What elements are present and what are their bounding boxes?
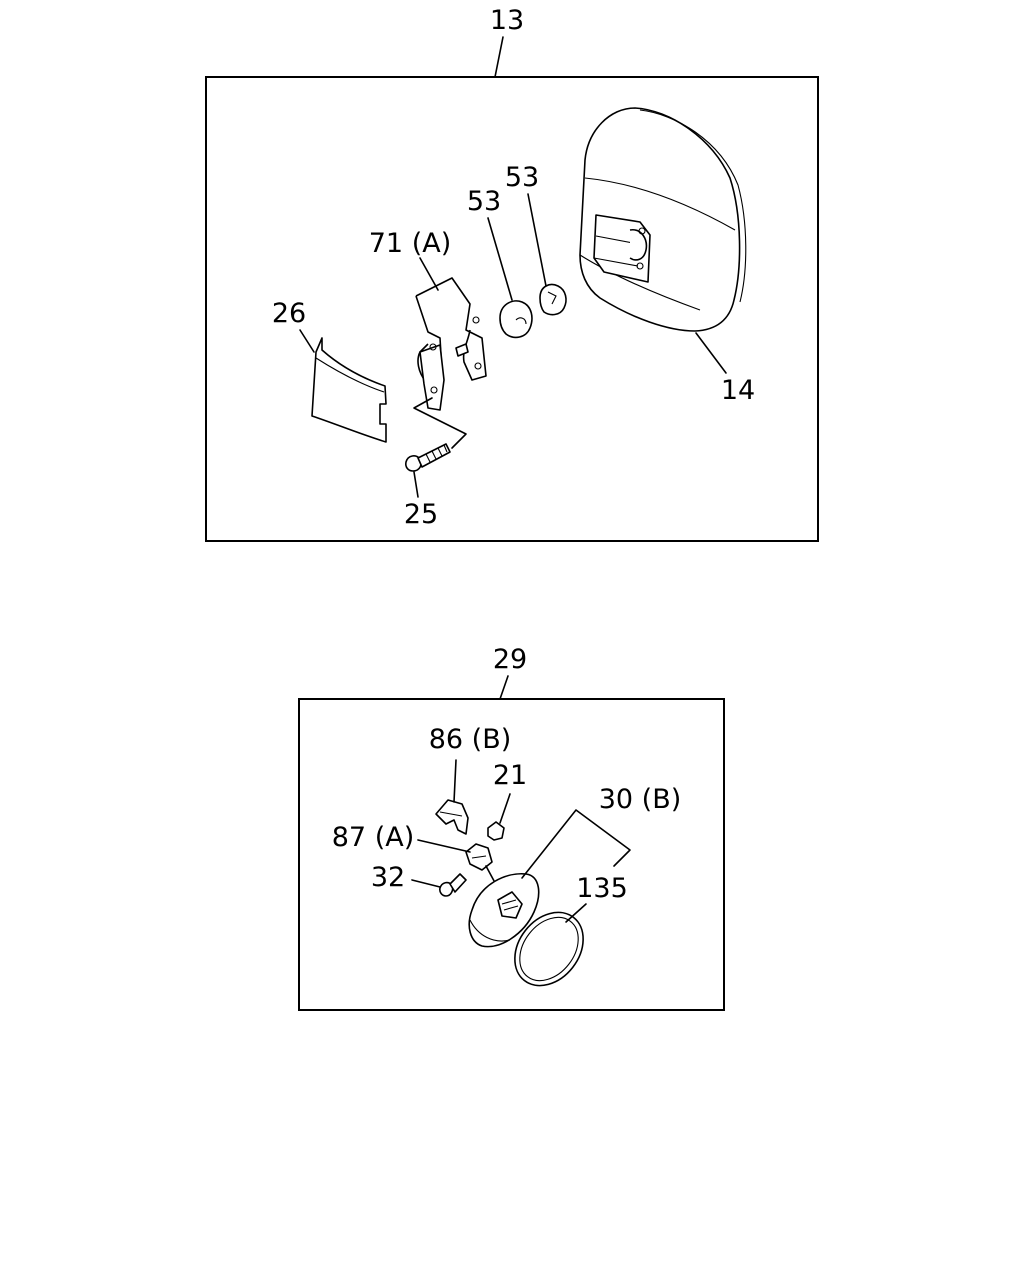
leader-26: [299, 329, 315, 353]
callout-26: 26: [272, 298, 306, 329]
lamp-assembly-frame: [298, 698, 725, 1011]
leader-25: [413, 471, 419, 498]
callout-87a: 87 (A): [332, 822, 414, 853]
mirror-housing: [579, 107, 747, 332]
leader-29: [499, 675, 509, 700]
callout-29: 29: [493, 644, 527, 675]
leader-14: [695, 332, 727, 374]
leader-135: [565, 903, 587, 923]
leader-13: [494, 36, 504, 78]
bushing-left: [499, 300, 533, 339]
bushing-right: [539, 283, 567, 316]
callout-13: 13: [490, 5, 524, 36]
mirror-bracket: [415, 277, 487, 411]
leader-87a: [417, 839, 471, 853]
callout-32: 32: [371, 862, 405, 893]
lamp-body: [468, 873, 540, 948]
callout-30b: 30 (B): [599, 784, 682, 815]
callout-53-left: 53: [467, 186, 501, 217]
nut: [487, 821, 505, 841]
clamp-lower: [465, 843, 501, 893]
cover-plate: [311, 337, 387, 443]
clamp-upper: [435, 799, 469, 835]
bolt: [439, 873, 467, 897]
lamp-assembly: 29 86 (B) 21 87 (A) 32: [298, 644, 725, 1011]
mirror-assembly-frame: [205, 76, 819, 542]
screw: [405, 397, 467, 472]
leader-53-right: [527, 193, 547, 287]
leader-86b: [453, 759, 457, 803]
leader-30b: [521, 809, 631, 879]
mirror-assembly: 13 14 26: [205, 5, 819, 542]
callout-14: 14: [721, 375, 755, 406]
lens-ring: [514, 911, 584, 987]
callout-135: 135: [576, 873, 628, 904]
leader-21: [499, 793, 511, 824]
leader-32: [411, 879, 441, 888]
callout-71a: 71 (A): [369, 228, 451, 259]
callout-25: 25: [404, 499, 438, 530]
leader-53-left: [487, 217, 513, 301]
leader-71a: [419, 257, 439, 291]
callout-21: 21: [493, 760, 527, 791]
callout-53-right: 53: [505, 162, 539, 193]
callout-86b: 86 (B): [429, 724, 512, 755]
